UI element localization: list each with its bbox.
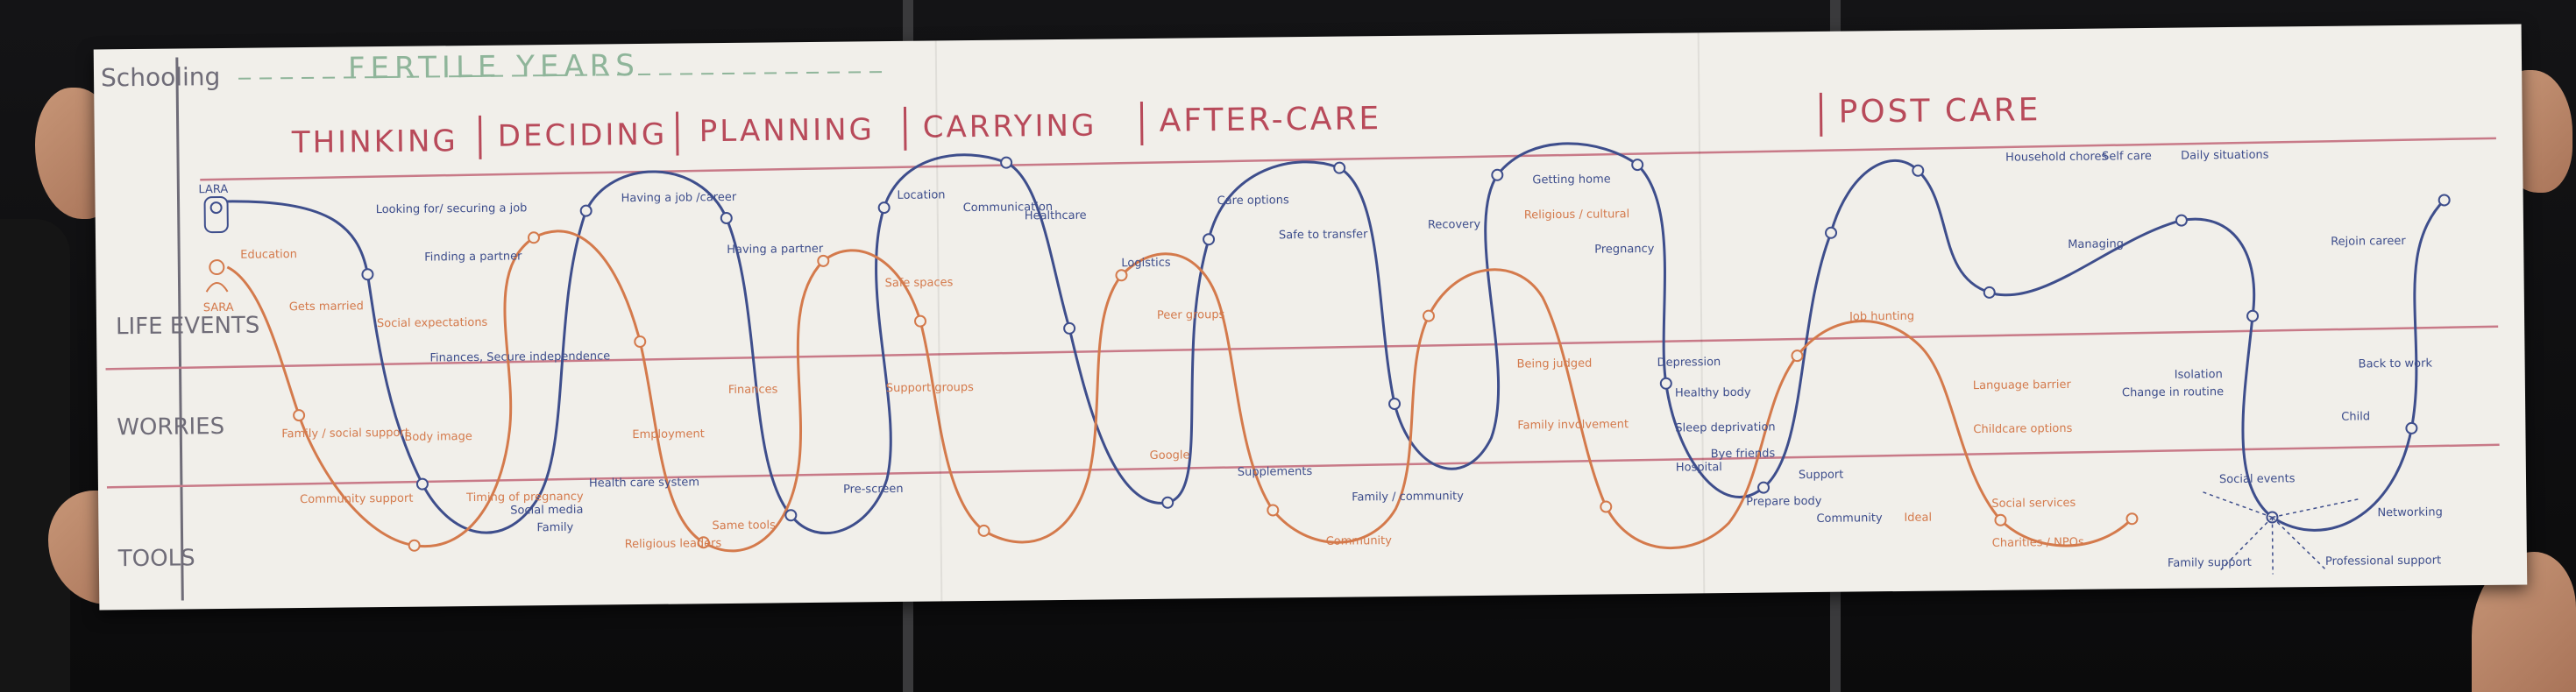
note: Social services: [1991, 497, 2076, 511]
support-network: [2201, 491, 2360, 575]
note: Communication: [963, 201, 1054, 215]
journey-map-poster: Schooling LIFE EVENTS WORRIES TOOLS FERT…: [93, 24, 2528, 611]
note: Hospital: [1676, 461, 1722, 475]
phase-deciding: DECIDING: [498, 117, 668, 154]
note: Back to work: [2359, 357, 2433, 371]
note: Healthcare: [1025, 209, 1087, 223]
note: Religious / cultural: [1524, 208, 1630, 222]
note: Peer groups: [1157, 308, 1225, 322]
left-axis-line: [175, 57, 184, 601]
note: Social events: [2219, 472, 2296, 486]
note: Bye friends: [1711, 447, 1776, 461]
left-person-sleeve: [0, 219, 70, 692]
fertile-years-dash: [238, 71, 888, 80]
lane-line-bottom: [106, 443, 2500, 489]
note: Religious leaders: [625, 537, 722, 551]
note: Support groups: [886, 381, 974, 395]
note: Childcare options: [1973, 422, 2072, 436]
note: Supplements: [1238, 465, 1313, 479]
note: Community: [1816, 512, 1883, 526]
phase-header: THINKING DECIDING PLANNING CARRYING AFTE…: [291, 92, 2041, 160]
notes-layer: Looking for/ securing a job Finding a pa…: [240, 149, 2443, 570]
note: Finances, Secure independence: [429, 350, 610, 364]
note: Rejoin career: [2331, 235, 2406, 249]
note: Education: [240, 248, 297, 262]
note: Family support: [2168, 556, 2252, 570]
phase-planning: PLANNING: [699, 112, 876, 149]
persona-lara: LARA: [198, 183, 229, 234]
note: Change in routine: [2122, 385, 2224, 399]
row-label-worries: WORRIES: [117, 413, 224, 441]
lane-line-middle: [105, 325, 2499, 371]
poster-drawing: Schooling LIFE EVENTS WORRIES TOOLS FERT…: [101, 48, 2500, 601]
note: Family: [536, 521, 573, 534]
note: Having a partner: [727, 243, 824, 257]
note: Safe spaces: [884, 276, 953, 290]
note: Employment: [632, 427, 705, 441]
note: Recovery: [1428, 218, 1481, 232]
note: Having a job /career: [621, 191, 736, 205]
note: Care options: [1217, 194, 1289, 208]
persona-sara-label: SARA: [203, 301, 234, 314]
note: Social media: [510, 504, 583, 518]
note: Professional support: [2325, 554, 2441, 568]
note: Finding a partner: [424, 250, 522, 264]
journey-path-sara: [226, 229, 2133, 553]
persona-sara: SARA: [203, 259, 234, 314]
note: Job hunting: [1849, 310, 1914, 324]
note: Daily situations: [2181, 149, 2269, 163]
note: Looking for/ securing a job: [376, 201, 528, 216]
lara-nodes: [361, 156, 2451, 524]
note: Networking: [2377, 505, 2443, 519]
note: Community support: [300, 492, 413, 506]
note: Family / community: [1352, 490, 1464, 504]
note: Pre-screen: [843, 483, 904, 497]
note: Healthy body: [1675, 386, 1751, 400]
note: Safe to transfer: [1279, 228, 1368, 242]
row-label-life-events: LIFE EVENTS: [116, 313, 260, 341]
phase-post-care: POST CARE: [1838, 92, 2040, 130]
note: Gets married: [289, 300, 364, 314]
persona-lara-label: LARA: [198, 183, 228, 196]
note: Finances: [728, 383, 778, 397]
note: Timing of pregnancy: [465, 491, 584, 505]
note: Body image: [404, 430, 472, 444]
note: Getting home: [1532, 173, 1611, 187]
note: Household chores: [2005, 150, 2107, 164]
note: Support: [1799, 469, 1844, 483]
note: Sleep deprivation: [1675, 420, 1775, 434]
fertile-years-title: FERTILE YEARS: [348, 48, 640, 86]
note: Charities / NPOs: [1992, 536, 2084, 550]
journey-path-lara: [226, 142, 2445, 535]
note: Same tools: [712, 519, 776, 533]
note: Child: [2341, 410, 2370, 423]
note: Ideal: [1904, 512, 1932, 525]
sara-nodes: [293, 231, 2139, 552]
note: Community: [1326, 534, 1393, 548]
note: Pregnancy: [1594, 243, 1655, 257]
phase-thinking: THINKING: [291, 124, 458, 160]
row-label-schooling: Schooling: [101, 62, 221, 92]
note: Managing: [2068, 237, 2124, 251]
note: Logistics: [1121, 257, 1171, 271]
note: Isolation: [2175, 368, 2223, 382]
phase-after-care: AFTER-CARE: [1159, 101, 1381, 139]
note: Social expectations: [377, 316, 488, 330]
note: Prepare body: [1746, 495, 1822, 509]
note: Being judged: [1517, 357, 1593, 371]
lane-line-top: [200, 137, 2496, 181]
note: Family / social support: [281, 427, 409, 441]
note: Language barrier: [1973, 378, 2072, 392]
note: Self care: [2102, 150, 2152, 164]
phase-carrying: CARRYING: [923, 109, 1097, 145]
note: Depression: [1657, 356, 1721, 370]
note: Google: [1150, 448, 1190, 462]
note: Health care system: [589, 476, 699, 490]
note: Location: [897, 188, 945, 202]
note: Family involvement: [1517, 418, 1629, 432]
